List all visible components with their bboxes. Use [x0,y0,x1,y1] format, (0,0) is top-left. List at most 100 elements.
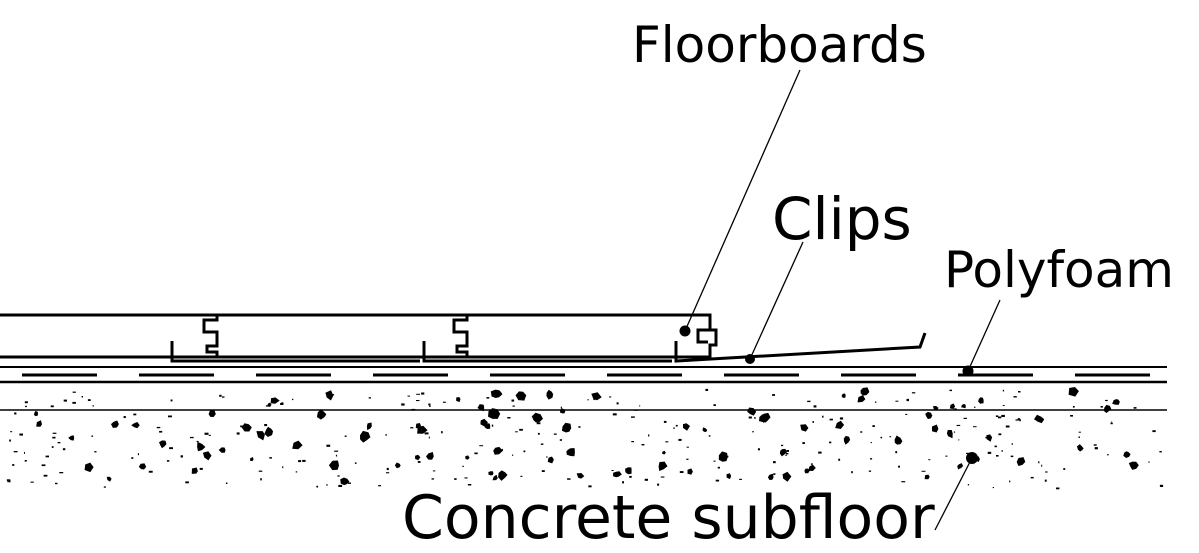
aggregate-speck [609,396,612,398]
aggregate-speck [785,454,787,456]
aggregate-speck [515,431,518,433]
aggregate-speck [169,447,173,450]
aggregate-speck [560,406,562,409]
aggregate-speck [1105,399,1108,402]
aggregate-blob [808,464,816,471]
aggregate-speck [326,484,328,486]
aggregate-blob [292,440,303,450]
aggregate-speck [665,441,669,443]
aggregate-speck [264,424,268,427]
aggregate-speck [838,458,841,461]
aggregate-speck [974,406,976,408]
aggregate-blob [561,422,572,433]
aggregate-blob [1034,414,1045,424]
aggregate-blob [138,463,147,470]
aggregate-speck [553,433,557,435]
aggregate-speck [1018,391,1021,393]
aggregate-speck [906,398,909,402]
aggregate-blob [894,435,903,445]
aggregate-blob [566,448,575,457]
aggregate-speck [43,474,48,477]
aggregate-speck [895,400,899,402]
aggregate-speck [431,478,434,480]
aggregate-blob [191,467,198,474]
aggregate-speck [282,466,284,469]
aggregate-speck [464,477,468,479]
aggregate-speck [851,471,853,474]
aggregate-blob [978,397,984,404]
aggregate-speck [185,481,189,484]
aggregate-speck [219,394,222,397]
aggregate-speck [662,462,664,465]
aggregate-speck [1041,464,1043,467]
leader-dots [679,325,978,464]
aggregate-speck [998,433,1002,436]
aggregate-speck [6,479,11,481]
aggregate-speck [52,432,57,434]
aggregate-speck [1017,418,1021,420]
aggregate-speck [872,425,875,427]
aggregate-blob [484,423,491,429]
aggregate-speck [24,401,28,404]
aggregate-speck [612,413,617,416]
aggregate-speck [985,436,988,439]
aggregate-speck [316,485,319,488]
aggregate-blob [957,463,964,470]
floorboards-leader [684,69,801,332]
aggregate-blob [488,471,494,476]
aggregate-blob [270,397,280,404]
aggregate-speck [24,460,27,462]
aggregate-speck [616,402,619,405]
floorboard-joint-2 [452,315,469,357]
aggregate-speck [330,394,335,396]
aggregate-speck [222,396,225,398]
aggregate-speck [945,455,948,457]
aggregate-speck [81,396,83,398]
aggregate-speck [10,431,13,433]
aggregate-speck [454,478,457,480]
aggregate-speck [1072,406,1075,408]
concrete-dot [966,452,978,464]
aggregate-speck [622,481,624,484]
aggregate-blob [767,473,774,480]
aggregate-speck [1110,422,1113,425]
aggregate-blob [860,387,870,396]
aggregate-speck [629,475,632,478]
aggregate-speck [1005,425,1010,428]
aggregate-blob [84,462,94,473]
aggregate-blob [687,468,693,475]
aggregate-blob [949,403,956,409]
aggregate-blob [218,447,226,453]
aggregate-speck [91,435,94,437]
aggregate-speck [611,470,614,471]
aggregate-speck [537,432,540,435]
clips [170,332,927,363]
aggregate-speck [507,417,511,419]
aggregate-speck [686,446,689,448]
aggregate-speck [870,458,873,460]
aggregate-speck [813,405,817,408]
aggregate-speck [247,426,250,428]
aggregate-speck [7,481,10,483]
aggregate-speck [898,465,900,468]
polyfoam-label: Polyfoam [944,241,1174,299]
aggregate-blob [841,393,846,398]
clip-3 [674,332,927,363]
aggregate-speck [123,416,126,419]
aggregate-speck [540,443,544,445]
aggregate-speck [631,441,634,443]
aggregate-speck [190,436,194,439]
aggregate-blob [426,452,434,460]
aggregate-speck [752,431,754,433]
aggregate-blob [625,467,632,475]
aggregate-speck [739,478,742,480]
aggregate-speck [166,460,170,462]
aggregate-speck [1063,468,1066,470]
aggregate-speck [281,402,284,405]
aggregate-speck [295,471,298,473]
aggregate-speck [1107,454,1109,456]
aggregate-speck [812,421,814,423]
floorboard-joint-1 [202,315,219,357]
aggregate-speck [292,398,294,401]
